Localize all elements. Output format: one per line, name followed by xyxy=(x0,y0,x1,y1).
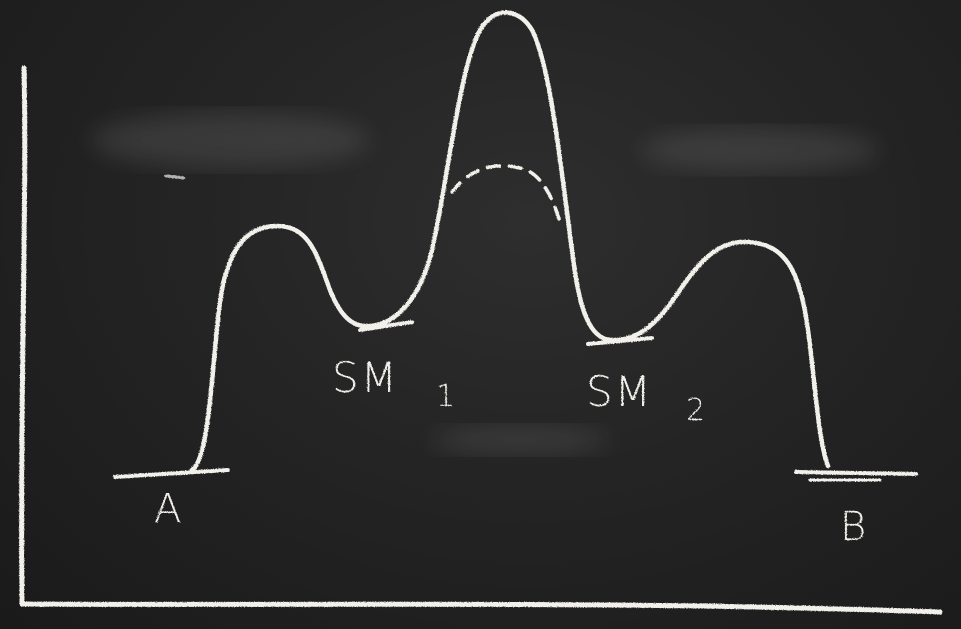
y-axis xyxy=(19,65,28,607)
level-line-sm2 xyxy=(586,336,654,346)
board-smudges xyxy=(90,112,880,454)
label-sm1: SM xyxy=(332,353,399,402)
label-sm2-subscript: 2 xyxy=(686,393,707,428)
label-sm1-subscript: 1 xyxy=(436,379,457,414)
alternate-path-dashed xyxy=(450,164,562,224)
label-b: B xyxy=(840,504,868,550)
level-line-sm1 xyxy=(358,320,414,332)
label-a: A xyxy=(154,486,183,532)
energy-profile-curve xyxy=(189,10,831,473)
stray-chalk-mark xyxy=(164,174,186,180)
x-axis xyxy=(19,601,943,615)
label-sm2: SM xyxy=(586,367,653,416)
level-line-b xyxy=(794,470,918,476)
level-line-a xyxy=(113,468,230,479)
